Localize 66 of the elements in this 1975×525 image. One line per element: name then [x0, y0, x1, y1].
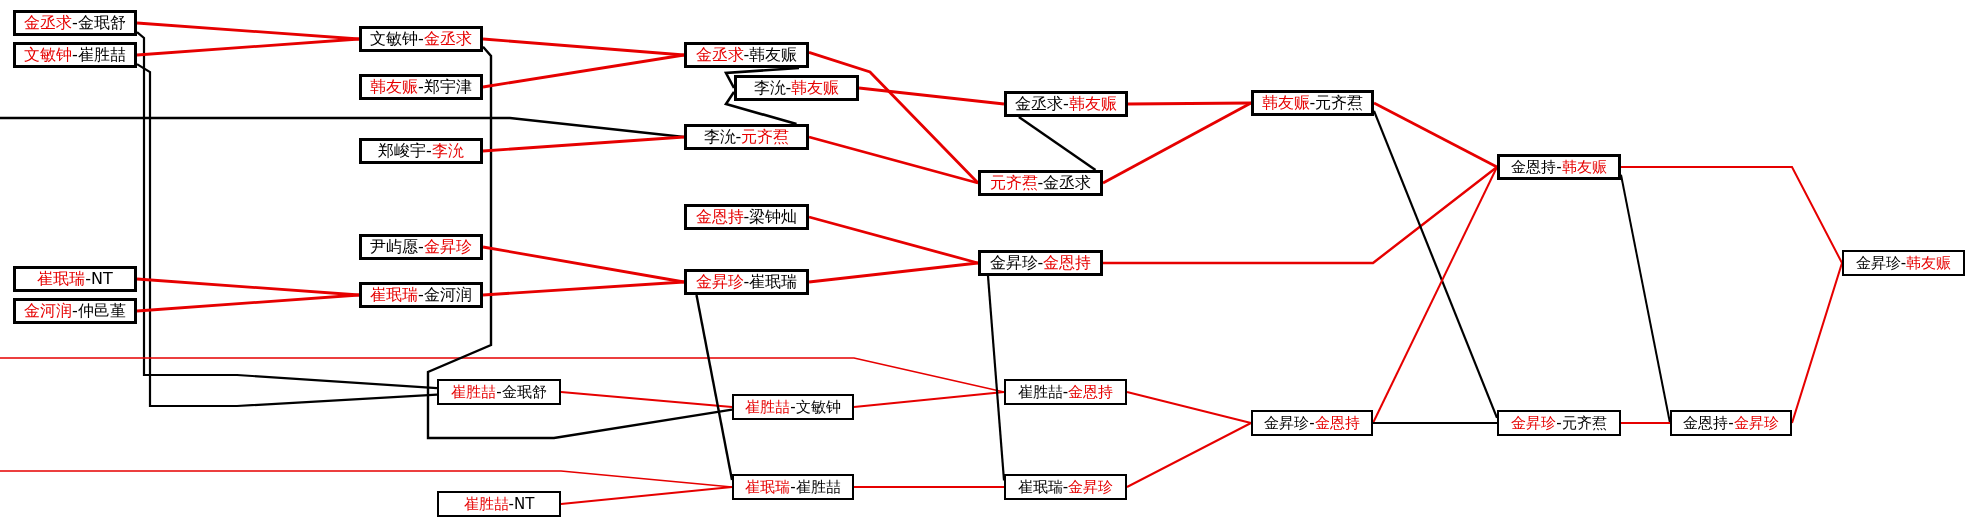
connector-line — [986, 275, 1006, 481]
match-box: 韩友赈-元齐焄 — [1251, 90, 1374, 116]
match-box: 崔胜喆-金珉舒 — [437, 379, 561, 405]
connector-line — [0, 116, 685, 139]
match-box: 尹屿愿-金昇珍 — [359, 234, 483, 260]
match-box: 崔胜喆-文敏钟 — [732, 394, 854, 420]
match-box: 文敏钟-金丞求 — [359, 26, 483, 52]
connector-line — [1103, 166, 1498, 265]
connector-line — [136, 277, 360, 297]
match-box: 金恩持-梁钟灿 — [684, 204, 809, 230]
match-box: 金昇珍-韩友赈 — [1842, 250, 1965, 276]
match-box: 崔珉瑞-NT — [13, 266, 137, 292]
connector-line — [1620, 422, 1671, 424]
connector-line — [723, 91, 797, 126]
connector-line — [136, 37, 360, 57]
connector-line — [858, 86, 1005, 106]
match-box: 金昇珍-金恩持 — [978, 250, 1103, 276]
connector-line — [1126, 391, 1252, 424]
match-box: 金昇珍-金恩持 — [1251, 410, 1373, 436]
match-box: 崔珉瑞-金河润 — [359, 282, 483, 308]
connector-line — [1373, 101, 1498, 169]
connector-line — [426, 46, 733, 440]
connector-line — [1372, 110, 1499, 419]
connector-line — [1018, 116, 1097, 171]
match-box: 金丞求-韩友赈 — [684, 42, 809, 68]
match-box: 崔胜喆-金恩持 — [1004, 379, 1127, 405]
match-box: 金河润-仲邑堇 — [13, 298, 137, 324]
connector-line — [136, 293, 360, 313]
connector-line — [1102, 101, 1252, 185]
connector-line — [560, 486, 733, 505]
connector-line — [482, 53, 685, 89]
match-box: 金丞求-韩友赈 — [1004, 91, 1128, 117]
connector-line — [808, 51, 979, 184]
match-box: 韩友赈-郑宇津 — [359, 74, 483, 100]
match-box: 元齐焄-金丞求 — [978, 170, 1103, 196]
connector-line — [808, 215, 979, 265]
match-box: 金昇珍-元齐焄 — [1497, 410, 1621, 436]
match-box: 金昇珍-崔珉瑞 — [684, 269, 809, 295]
match-box: 金丞求-金珉舒 — [13, 10, 137, 36]
connector-line — [482, 280, 685, 297]
connector-line — [560, 391, 733, 408]
match-box: 文敏钟-崔胜喆 — [13, 42, 137, 68]
connector-line — [1372, 422, 1498, 424]
match-box: 崔珉瑞-金昇珍 — [1004, 474, 1127, 500]
match-box: 崔胜喆-NT — [437, 491, 561, 517]
match-box: 金恩持-金昇珍 — [1670, 410, 1792, 436]
connector-line — [136, 21, 360, 41]
match-box: 金恩持-韩友赈 — [1497, 154, 1621, 180]
connector-line — [482, 245, 685, 284]
match-box: 李沇-韩友赈 — [734, 75, 859, 101]
connector-line — [482, 135, 685, 153]
connector-line — [482, 37, 685, 57]
connector-line — [808, 135, 979, 185]
connector-line — [1372, 166, 1498, 424]
connector-line — [1128, 101, 1251, 106]
match-box: 郑峻宇-李沇 — [359, 138, 483, 164]
match-box: 李沇-元齐焄 — [684, 124, 809, 150]
connector-line — [853, 486, 1005, 488]
connector-line — [1126, 422, 1252, 488]
connector-line — [1620, 173, 1671, 424]
connector-line — [723, 66, 800, 89]
connector-line — [853, 391, 1005, 408]
connector-line — [808, 261, 979, 284]
connector-line — [1620, 166, 1843, 264]
match-box: 崔珉瑞-崔胜喆 — [732, 474, 854, 500]
connector-line — [695, 294, 734, 481]
